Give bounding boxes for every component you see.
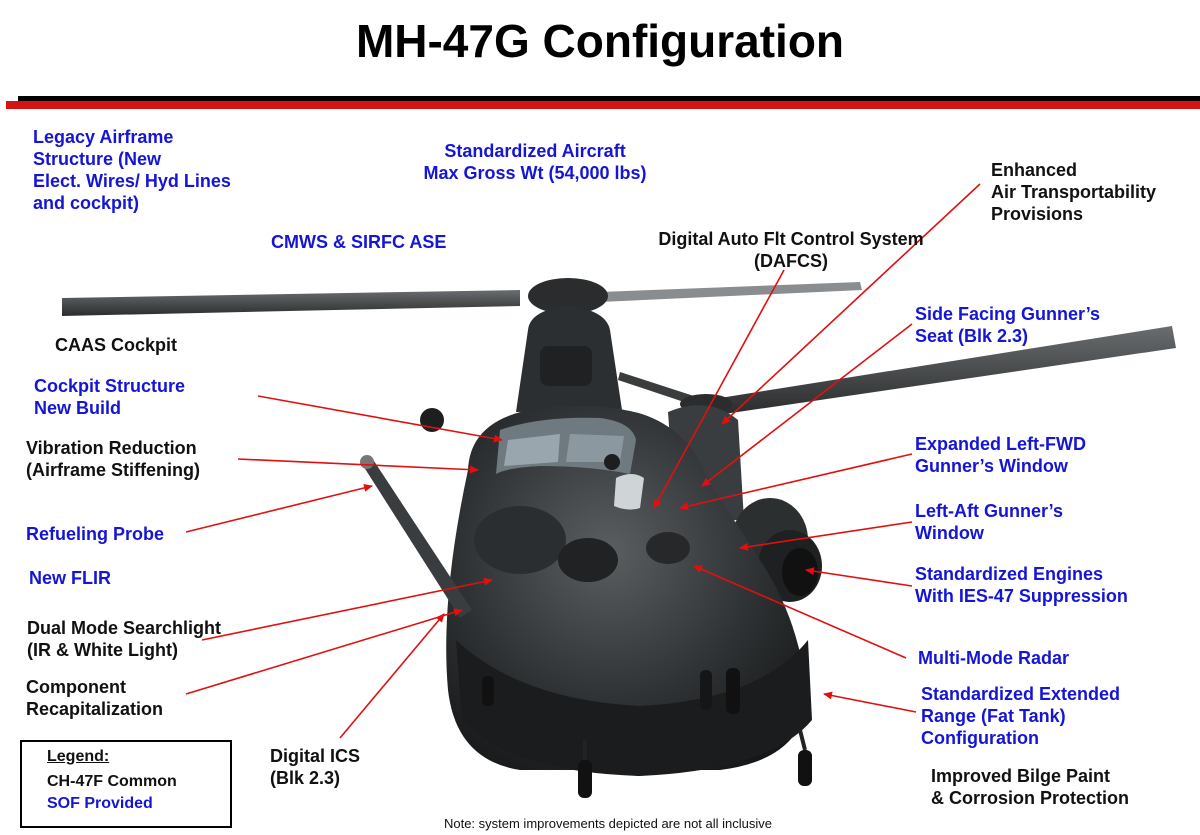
label-expanded-left-fwd-window: Expanded Left-FWD Gunner’s Window bbox=[915, 434, 1086, 476]
legend-common-entry: CH-47F Common bbox=[47, 773, 177, 790]
label-improved-bilge-paint: Improved Bilge Paint & Corrosion Protect… bbox=[931, 766, 1130, 808]
header-rule-red bbox=[6, 101, 1200, 109]
label-refueling-probe: Refueling Probe bbox=[26, 524, 165, 544]
label-vibration-reduction: Vibration Reduction (Airframe Stiffening… bbox=[26, 438, 201, 480]
label-digital-ics: Digital ICS (Blk 2.3) bbox=[270, 746, 361, 788]
label-fat-tank-configuration: Standardized Extended Range (Fat Tank) C… bbox=[921, 684, 1121, 748]
page-title: MH-47G Configuration bbox=[355, 15, 845, 67]
pointer-arrows bbox=[185, 183, 981, 739]
label-legacy-airframe: Legacy Airframe Structure (New Elect. Wi… bbox=[33, 127, 231, 213]
label-dafcs: Digital Auto Flt Control System (DAFCS) bbox=[658, 229, 924, 271]
landing-gear bbox=[482, 668, 812, 798]
fuselage bbox=[446, 406, 808, 770]
label-caas-cockpit: CAAS Cockpit bbox=[55, 335, 178, 355]
engine-pod bbox=[732, 498, 822, 602]
label-cmws-sirfc: CMWS & SIRFC ASE bbox=[271, 232, 447, 252]
legend-heading: Legend: bbox=[47, 748, 110, 765]
label-dual-mode-searchlight: Dual Mode Searchlight (IR & White Light) bbox=[27, 618, 222, 660]
front-rotor-blades bbox=[62, 278, 862, 316]
gunner-window bbox=[614, 474, 644, 510]
refueling-probe-shape bbox=[360, 455, 472, 618]
label-new-flir: New FLIR bbox=[29, 568, 112, 588]
label-cockpit-structure: Cockpit Structure New Build bbox=[34, 376, 186, 418]
label-multi-mode-radar: Multi-Mode Radar bbox=[918, 648, 1069, 668]
label-left-aft-gunner-window: Left-Aft Gunner’s Window bbox=[915, 501, 1063, 543]
legend-box: Legend: CH-47F Common SOF Provided bbox=[20, 740, 232, 828]
fat-tank bbox=[456, 640, 812, 776]
label-standardized-engines: Standardized Engines With IES-47 Suppres… bbox=[915, 564, 1128, 606]
label-component-recapitalization: Component Recapitalization bbox=[26, 677, 164, 719]
label-standardized-aircraft: Standardized Aircraft Max Gross Wt (54,0… bbox=[423, 141, 647, 183]
footnote: Note: system improvements depicted are n… bbox=[443, 816, 773, 831]
legend-sof-entry: SOF Provided bbox=[47, 795, 153, 812]
label-enhanced-air-transportability: Enhanced Air Transportability Provisions bbox=[991, 160, 1157, 224]
header-rule-black bbox=[18, 96, 1200, 101]
label-side-facing-gunner-seat: Side Facing Gunner’s Seat (Blk 2.3) bbox=[915, 304, 1101, 346]
nose-radar bbox=[474, 506, 566, 574]
